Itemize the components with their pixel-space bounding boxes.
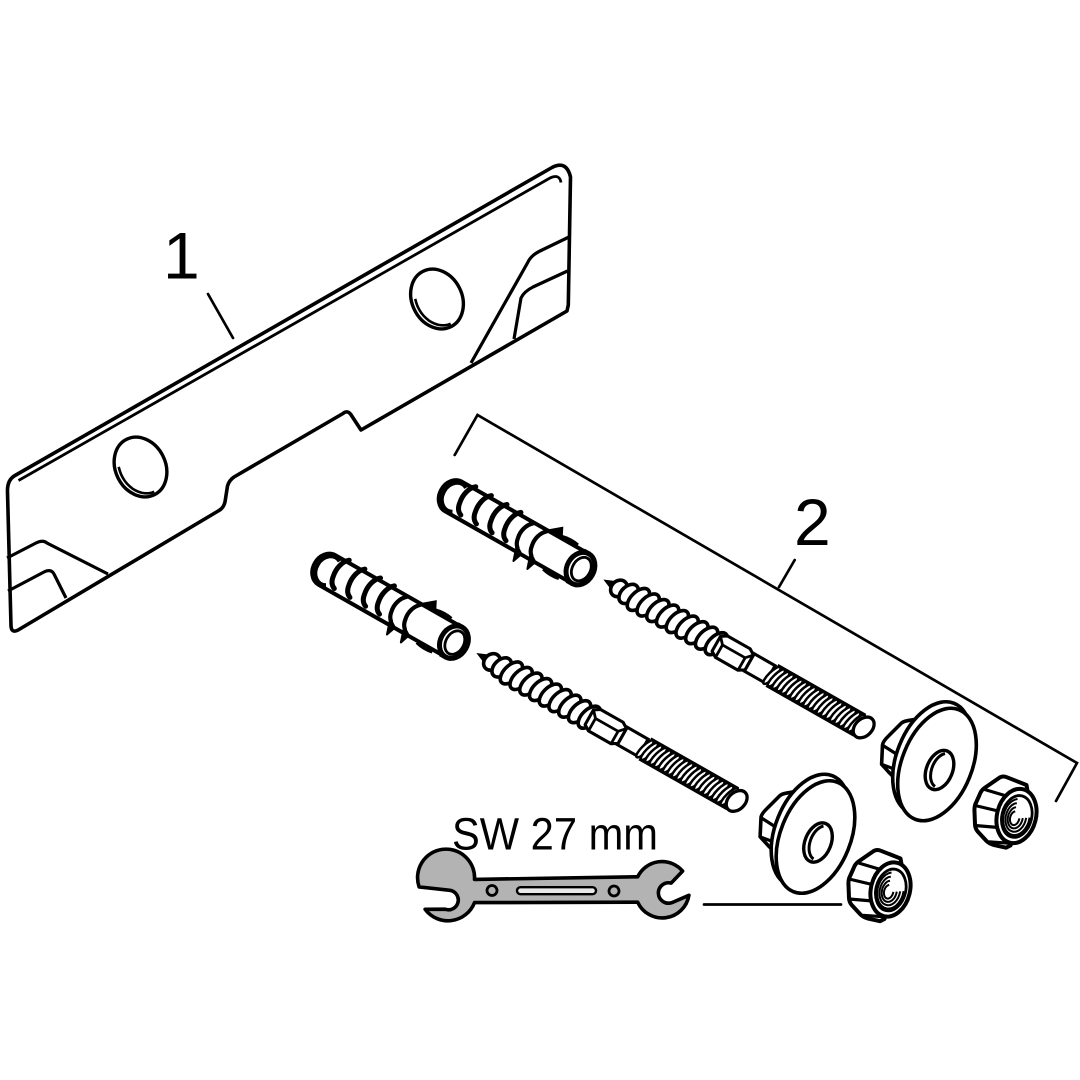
svg-text:SW 27 mm: SW 27 mm (452, 809, 658, 860)
svg-text:2: 2 (794, 485, 831, 559)
svg-text:1: 1 (163, 219, 200, 293)
